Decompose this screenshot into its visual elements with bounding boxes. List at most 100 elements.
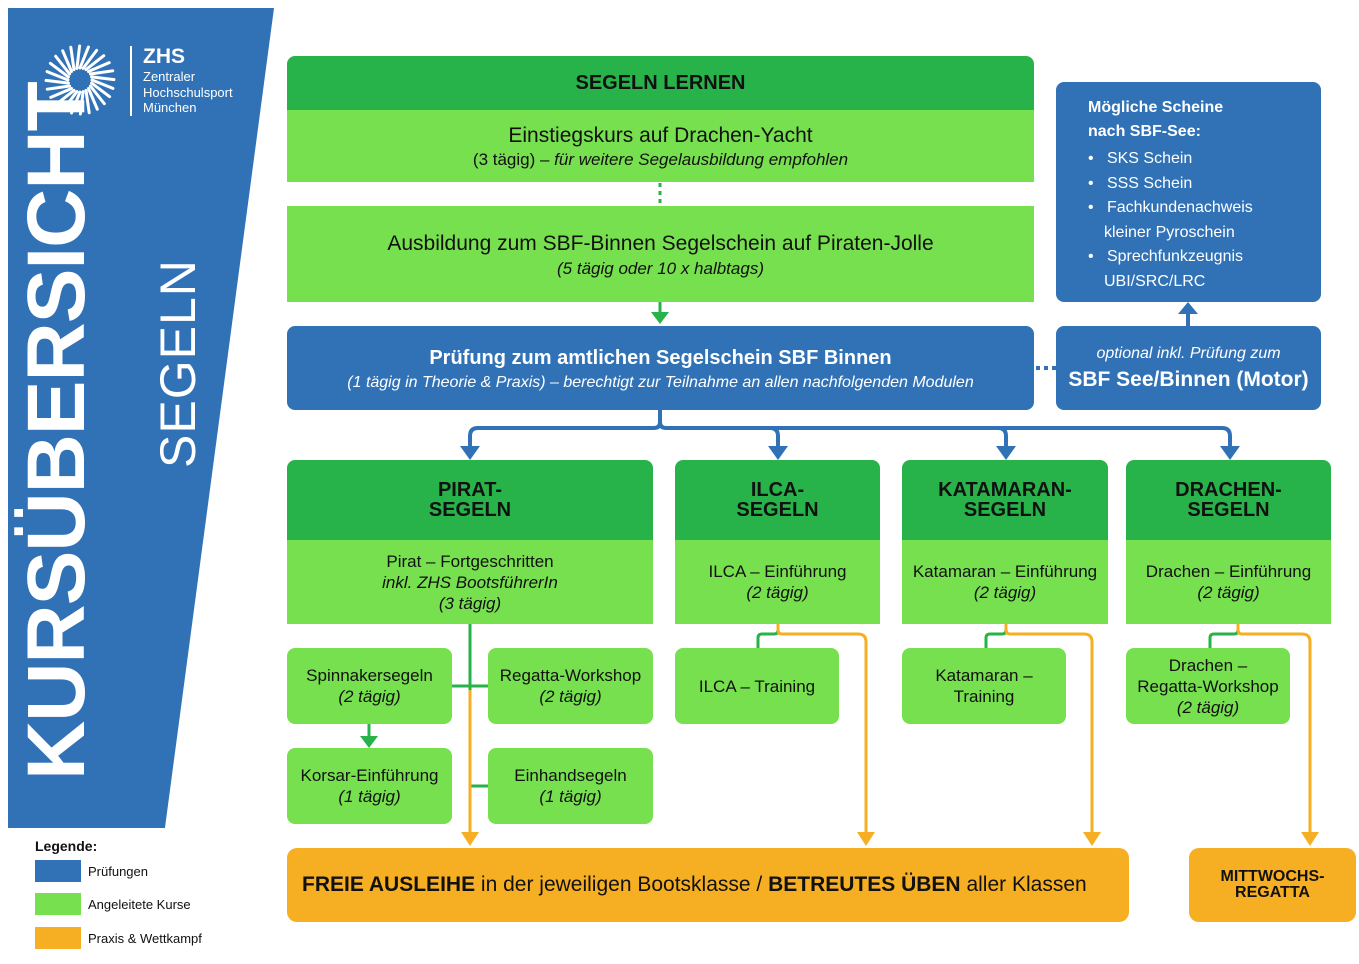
drachen-course-duration: (2 tägig) <box>1197 583 1260 602</box>
drachen-header: DRACHEN- SEGELN <box>1126 460 1331 540</box>
optional-title: SBF See/Binnen (Motor) <box>1068 368 1309 391</box>
ilca-header: ILCA- SEGELN <box>675 460 880 540</box>
sbf-course-sub: (5 tägig oder 10 x halbtags) <box>557 258 764 278</box>
supervised-practice-label: BETREUTES ÜBEN <box>768 873 961 896</box>
pirat-course: Pirat – Fortgeschritten inkl. ZHS Bootsf… <box>287 540 653 624</box>
einhand-course: Einhandsegeln (1 tägig) <box>488 748 653 824</box>
katamaran-course: Katamaran – Einführung (2 tägig) <box>902 540 1108 624</box>
course-duration: (2 tägig) <box>338 687 401 706</box>
free-rental-text: in der jeweiligen Bootsklasse / <box>475 873 769 896</box>
korsar-course: Korsar-Einführung (1 tägig) <box>287 748 452 824</box>
legend-label: Prüfungen <box>88 864 148 879</box>
logo-ray <box>61 90 79 112</box>
pirat-course-note: inkl. ZHS BootsführerIn <box>382 572 558 592</box>
logo-ray <box>88 69 115 76</box>
optional-sub: optional inkl. Prüfung zum <box>1096 345 1281 362</box>
free-rental-label: FREIE AUSLEIHE <box>302 873 476 896</box>
katamaran-course-title: Katamaran – Einführung <box>912 562 1098 581</box>
logo-ray <box>86 61 111 74</box>
course-title: Katamaran – <box>935 666 1033 685</box>
course-title: Spinnakersegeln <box>306 666 433 685</box>
legend-label: Praxis & Wettkampf <box>88 931 202 946</box>
drachen-regatta-workshop: Drachen – Regatta-Workshop (2 tägig) <box>1126 648 1290 724</box>
katamaran-header-line: KATAMARAN- <box>938 479 1072 501</box>
drachen-course: Drachen – Einführung (2 tägig) <box>1126 540 1331 624</box>
ilca-course-duration: (2 tägig) <box>746 583 809 602</box>
sbf-course-title: Ausbildung zum SBF-Binnen Segelschein au… <box>387 231 934 255</box>
license-item: • Fachkundenachweis <box>1088 199 1253 216</box>
pirat-header-line: PIRAT- <box>437 479 503 501</box>
exam-sub: (1 tägig in Theorie & Praxis) – berechti… <box>347 373 974 391</box>
katamaran-course-duration: (2 tägig) <box>973 583 1037 602</box>
pirat-header-line: SEGELN <box>428 499 512 521</box>
brand-line: München <box>143 100 197 115</box>
course-duration: (2 tägig) <box>539 687 602 706</box>
course-title: Regatta-Workshop <box>1137 676 1279 696</box>
exam-box: Prüfung zum amtlichen Segelschein SBF Bi… <box>287 326 1034 410</box>
logo-ray <box>78 90 85 116</box>
logo-ray <box>90 81 112 99</box>
license-item: • SKS Schein <box>1088 150 1193 167</box>
logo-ray <box>84 88 91 115</box>
logo-ray <box>88 84 106 106</box>
logo-ray <box>54 88 76 106</box>
ilca-training: ILCA – Training <box>675 648 839 724</box>
course-title: Drachen – <box>1168 655 1248 675</box>
logo-ray <box>81 48 99 70</box>
free-rental-box: FREIE AUSLEIHE in der jeweiligen Bootskl… <box>287 848 1129 922</box>
katamaran-header-line: SEGELN <box>963 499 1047 521</box>
legend-label: Angeleitete Kurse <box>88 897 191 912</box>
logo-ray <box>48 61 70 79</box>
course-title: ILCA – Training <box>698 676 816 696</box>
wednesday-regatta-line: REGATTA <box>1235 884 1310 901</box>
brand-line: Hochschulsport <box>143 85 233 100</box>
pirat-header: PIRAT- SEGELN <box>287 460 653 540</box>
logo-ray <box>45 84 72 91</box>
ilca-course-title: ILCA – Einführung <box>708 562 847 581</box>
intro-course-title: Einstiegskurs auf Drachen-Yacht <box>508 123 813 147</box>
wednesday-regatta-box: MITTWOCHS- REGATTA <box>1189 848 1356 922</box>
course-title: Training <box>953 687 1015 706</box>
ilca-course: ILCA – Einführung (2 tägig) <box>675 540 880 624</box>
logo-ray <box>90 78 115 90</box>
course-duration: (2 tägig) <box>1176 697 1240 717</box>
course-title: Korsar-Einführung <box>300 766 439 785</box>
license-item: • Sprechfunkzeugnis <box>1088 248 1244 265</box>
brand-name: ZHS <box>143 45 185 68</box>
ilca-header-line: ILCA- <box>750 479 805 501</box>
brand-line: Zentraler <box>143 69 196 84</box>
free-rental-text: aller Klassen <box>960 873 1087 896</box>
logo-ray <box>70 90 82 115</box>
optional-motor-exam: optional inkl. Prüfung zum SBF See/Binne… <box>1056 326 1321 410</box>
intro-duration: (3 tägig) – <box>472 149 555 169</box>
course-duration: (1 tägig) <box>338 787 401 806</box>
legend-swatch-courses <box>35 893 81 915</box>
logo-ray <box>54 54 72 76</box>
intro-course: Einstiegskurs auf Drachen-Yacht (3 tägig… <box>287 110 1034 182</box>
zhs-logo-icon <box>44 44 116 116</box>
exam-title: Prüfung zum amtlichen Segelschein SBF Bi… <box>429 346 892 369</box>
katamaran-header: KATAMARAN- SEGELN <box>902 460 1108 540</box>
logo-ray <box>84 54 106 72</box>
spinnaker-course: Spinnakersegeln (2 tägig) <box>287 648 452 724</box>
drachen-header-line: SEGELN <box>1187 499 1270 521</box>
logo-ray <box>78 45 90 70</box>
learn-header: SEGELN LERNEN <box>287 56 1034 110</box>
logo-ray <box>45 70 70 82</box>
katamaran-training: Katamaran – Training <box>902 648 1066 724</box>
logo-ray <box>86 86 99 111</box>
drachen-course-title: Drachen – Einführung <box>1145 562 1312 581</box>
learn-header-label: SEGELN LERNEN <box>575 72 746 94</box>
licenses-title: nach SBF-See: <box>1088 123 1201 140</box>
logo-ray <box>69 45 76 72</box>
logo-ray <box>90 75 116 82</box>
legend-title: Legende: <box>35 838 98 854</box>
legend-swatch-exams <box>35 860 81 882</box>
logo-ray <box>61 49 74 74</box>
intro-note: für weitere Segelausbildung empfohlen <box>554 149 849 169</box>
course-title: Regatta-Workshop <box>499 666 642 685</box>
course-duration: (1 tägig) <box>539 787 602 806</box>
regatta-workshop-course: Regatta-Workshop (2 tägig) <box>488 648 653 724</box>
logo-ray <box>75 44 82 70</box>
